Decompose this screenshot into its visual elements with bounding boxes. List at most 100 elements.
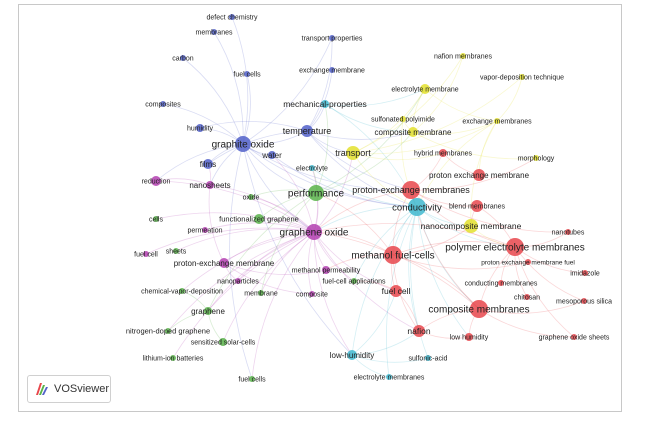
node-sulfonated-polyimide[interactable] [400, 116, 406, 122]
label-methanol-permeability[interactable]: methanol permeability [292, 267, 361, 274]
label-blend-membranes[interactable]: blend membranes [449, 203, 506, 210]
node-morphology[interactable] [533, 155, 539, 161]
node-composite[interactable] [309, 291, 315, 297]
node-graphene-oxide-sheets[interactable] [571, 334, 577, 340]
node-blend-membranes[interactable] [471, 200, 483, 212]
label-sulfonated-polyimide[interactable]: sulfonated polyimide [371, 116, 435, 123]
node-composite-membrane[interactable] [408, 127, 418, 137]
node-vapor-deposition-technique[interactable] [519, 74, 525, 80]
node-reduction[interactable] [151, 176, 161, 186]
label-low-humidity[interactable]: low humidity [450, 334, 489, 341]
node-exchange-membranes[interactable] [494, 118, 500, 124]
node-membrane[interactable] [258, 290, 264, 296]
label-conducting-membranes[interactable]: conducting membranes [465, 280, 538, 287]
label-electrolyte-membranes[interactable]: electrolyte membranes [354, 374, 425, 381]
node-proton-exchange-membrane-fuel[interactable] [525, 259, 531, 265]
label-fuel-cell-left[interactable]: fuel cell [134, 251, 158, 258]
node-graphite-oxide[interactable] [235, 136, 251, 152]
node-proton-exchange-membranes[interactable] [402, 181, 420, 199]
label-performance[interactable]: performance [288, 189, 345, 200]
node-fuel-cell-mid[interactable] [390, 285, 402, 297]
label-temperature[interactable]: temperature [283, 126, 332, 136]
label-cells[interactable]: cells [149, 216, 164, 223]
label-oxide[interactable]: oxide [243, 194, 260, 201]
node-transport[interactable] [346, 146, 360, 160]
label-nanocomposite-membrane[interactable]: nanocomposite membrane [421, 221, 522, 231]
label-fuel-cell-applications[interactable]: fuel-cell applications [322, 278, 386, 285]
label-vapor-deposition-technique[interactable]: vapor-deposition technique [480, 74, 564, 81]
label-graphene-oxide[interactable]: graphene oxide [280, 228, 349, 239]
node-performance[interactable] [308, 185, 324, 201]
node-sulfonic-acid[interactable] [425, 355, 431, 361]
label-nanosheets[interactable]: nanosheets [189, 181, 230, 190]
node-films[interactable] [203, 159, 213, 169]
label-sensitized-solar-cells[interactable]: sensitized solar-cells [191, 339, 256, 346]
label-hybrid-membranes[interactable]: hybrid membranes [414, 150, 472, 157]
node-sheets[interactable] [173, 248, 179, 254]
node-fuel-cells-bottom[interactable] [249, 376, 255, 382]
node-polymer-electrolyte-membranes[interactable] [506, 238, 524, 256]
label-membranes-top[interactable]: membranes [196, 29, 233, 36]
node-composite-membranes[interactable] [470, 300, 488, 318]
label-proton-exchange-membrane-r[interactable]: proton exchange membrane [429, 171, 530, 180]
label-chitosan[interactable]: chitosan [514, 294, 540, 301]
node-cells[interactable] [153, 216, 159, 222]
node-chemical-vapor-deposition[interactable] [179, 288, 185, 294]
node-functionalized-graphene[interactable] [254, 214, 264, 224]
label-electrolyte[interactable]: electrolyte [296, 165, 328, 172]
node-conducting-membranes[interactable] [498, 280, 504, 286]
label-morphology[interactable]: morphology [518, 155, 555, 162]
label-low-humidity-2[interactable]: low-humidity [330, 351, 374, 360]
label-proton-exchange-membrane-fuel[interactable]: proton exchange membrane fuel [481, 259, 575, 266]
label-sulfonic-acid[interactable]: sulfonic-acid [409, 355, 448, 362]
node-low-humidity-2[interactable] [347, 350, 357, 360]
node-methanol-permeability[interactable] [322, 266, 330, 274]
label-films[interactable]: films [200, 160, 216, 169]
node-composites[interactable] [160, 101, 166, 107]
node-chitosan[interactable] [524, 294, 530, 300]
label-chemical-vapor-deposition[interactable]: chemical-vapor-deposition [141, 288, 223, 295]
node-permeation[interactable] [202, 227, 208, 233]
label-water[interactable]: water [261, 151, 282, 160]
label-graphite-oxide[interactable]: graphite oxide [212, 140, 275, 151]
node-fuel-cells-top[interactable] [244, 71, 250, 77]
label-fuel-cell-mid[interactable]: fuel cell [382, 286, 411, 296]
node-humidity[interactable] [196, 124, 204, 132]
node-temperature[interactable] [301, 125, 313, 137]
label-humidity[interactable]: humidity [187, 125, 214, 132]
label-nafion[interactable]: nafion [407, 326, 430, 336]
label-lithium-ion-batteries[interactable]: lithium-ion batteries [143, 355, 204, 362]
label-electrolyte-membrane[interactable]: electrolyte membrane [391, 86, 458, 93]
label-nanotubes[interactable]: nanotubes [552, 229, 585, 236]
node-graphene[interactable] [204, 307, 212, 315]
label-composites[interactable]: composites [145, 101, 181, 108]
node-fuel-cell-left[interactable] [143, 251, 149, 257]
node-sensitized-solar-cells[interactable] [219, 338, 227, 346]
node-transport-properties[interactable] [329, 35, 335, 41]
node-graphene-oxide[interactable] [306, 224, 322, 240]
label-composite[interactable]: composite [296, 291, 328, 298]
label-exchange-membrane[interactable]: exchange membrane [299, 67, 365, 74]
label-proton-exchange-membrane-l[interactable]: proton-exchange membrane [174, 259, 275, 268]
node-imidazole[interactable] [582, 270, 588, 276]
label-composite-membrane[interactable]: composite membrane [375, 128, 452, 137]
label-conductivity[interactable]: conductivity [392, 202, 442, 213]
label-fuel-cells-bottom[interactable]: fuel cells [238, 376, 266, 383]
node-proton-exchange-membrane-r[interactable] [473, 169, 485, 181]
node-defect-chemistry[interactable] [229, 14, 235, 20]
node-nafion-membranes[interactable] [460, 53, 466, 59]
node-membranes-top[interactable] [211, 29, 217, 35]
node-electrolyte-membranes[interactable] [386, 374, 392, 380]
node-mechanical-properties[interactable] [321, 100, 329, 108]
node-nanoparticles[interactable] [235, 278, 241, 284]
label-reduction[interactable]: reduction [142, 178, 171, 185]
label-mesoporous-silica[interactable]: mesoporous silica [556, 298, 612, 305]
node-proton-exchange-membrane-l[interactable] [219, 258, 229, 268]
node-carbon[interactable] [180, 55, 186, 61]
label-carbon[interactable]: carbon [172, 55, 194, 62]
node-nitrogen-doped-graphene[interactable] [165, 328, 171, 334]
node-fuel-cell-applications[interactable] [351, 278, 357, 284]
node-low-humidity[interactable] [465, 333, 473, 341]
label-polymer-electrolyte-membranes[interactable]: polymer electrolyte membranes [445, 243, 585, 254]
